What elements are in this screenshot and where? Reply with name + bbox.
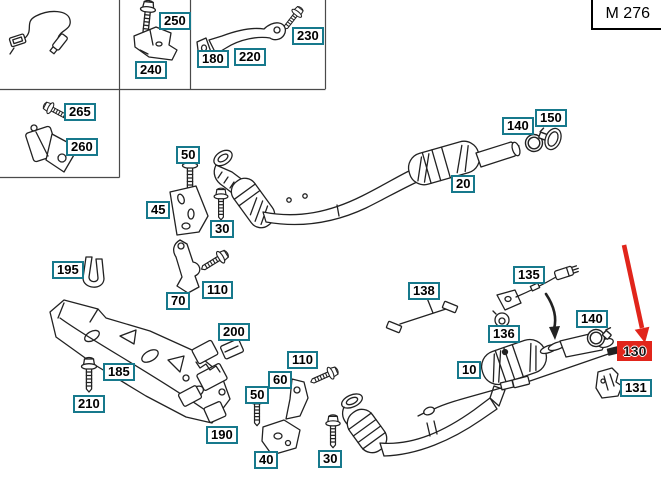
part-label-135[interactable]: 135: [513, 266, 545, 284]
part-label-195[interactable]: 195: [52, 261, 84, 279]
part-label-45[interactable]: 45: [146, 201, 171, 219]
part-label-138[interactable]: 138: [408, 282, 440, 300]
part-label-250[interactable]: 250: [159, 12, 191, 30]
part-label-185[interactable]: 185: [103, 363, 135, 381]
part-60-drawing: [285, 378, 309, 420]
part-150-drawing: [544, 127, 562, 151]
part-label-20[interactable]: 20: [451, 175, 476, 193]
part-135-drawing: [496, 265, 579, 311]
highlight-arrow: [621, 244, 650, 343]
part-110-left-drawing: [197, 246, 232, 276]
part-label-140-upper[interactable]: 140: [502, 117, 534, 135]
part-label-40[interactable]: 40: [254, 451, 279, 469]
part-label-30-mid[interactable]: 30: [318, 450, 343, 468]
part-label-50-mid[interactable]: 50: [245, 386, 270, 404]
part-130-wire-drawing: [417, 346, 620, 417]
part-label-265[interactable]: 265: [64, 103, 96, 121]
part-label-220[interactable]: 220: [234, 48, 266, 66]
part-label-10[interactable]: 10: [457, 361, 482, 379]
part-240-drawing: [133, 26, 178, 61]
part-label-190[interactable]: 190: [206, 426, 238, 444]
part-label-110-mid[interactable]: 110: [287, 351, 318, 369]
part-10-drawing: [341, 331, 614, 457]
section-dividers: [0, 0, 327, 179]
part-210-drawing: [80, 356, 98, 393]
part-label-210[interactable]: 210: [73, 395, 105, 413]
part-180-drawing: [8, 10, 71, 55]
part-131-drawing: [595, 367, 623, 399]
part-260-drawing: [25, 124, 79, 173]
part-label-70[interactable]: 70: [166, 292, 191, 310]
part-label-136[interactable]: 136: [488, 325, 520, 343]
part-136-drawing: [492, 310, 510, 328]
part-label-260[interactable]: 260: [66, 138, 98, 156]
part-45-drawing: [169, 185, 209, 236]
part-label-240[interactable]: 240: [135, 61, 167, 79]
part-label-131[interactable]: 131: [620, 379, 652, 397]
part-label-200[interactable]: 200: [218, 323, 250, 341]
engine-code-badge: M 276: [590, 0, 661, 30]
part-label-180[interactable]: 180: [197, 50, 229, 68]
part-label-50-upper[interactable]: 50: [176, 146, 201, 164]
part-70-drawing: [173, 239, 201, 294]
part-label-230[interactable]: 230: [292, 27, 324, 45]
part-label-30-upper[interactable]: 30: [210, 220, 235, 238]
part-200-drawing: [220, 338, 244, 360]
part-30-mid-drawing: [325, 414, 341, 449]
mount-cluster-drawing: [177, 339, 228, 407]
part-190-drawing: [203, 401, 227, 423]
part-40-drawing: [261, 419, 301, 456]
part-label-60[interactable]: 60: [268, 371, 293, 389]
part-label-130-highlighted[interactable]: 130: [617, 341, 653, 361]
part-label-110-left[interactable]: 110: [202, 281, 233, 299]
part-195-drawing: [82, 256, 105, 288]
part-label-150[interactable]: 150: [535, 109, 567, 127]
part-label-140-lower[interactable]: 140: [576, 310, 608, 328]
part-138-drawing: [385, 297, 459, 334]
install-direction-arrow: [544, 292, 560, 340]
part-20-drawing: [213, 140, 521, 229]
part-30-upper-drawing: [213, 187, 229, 221]
